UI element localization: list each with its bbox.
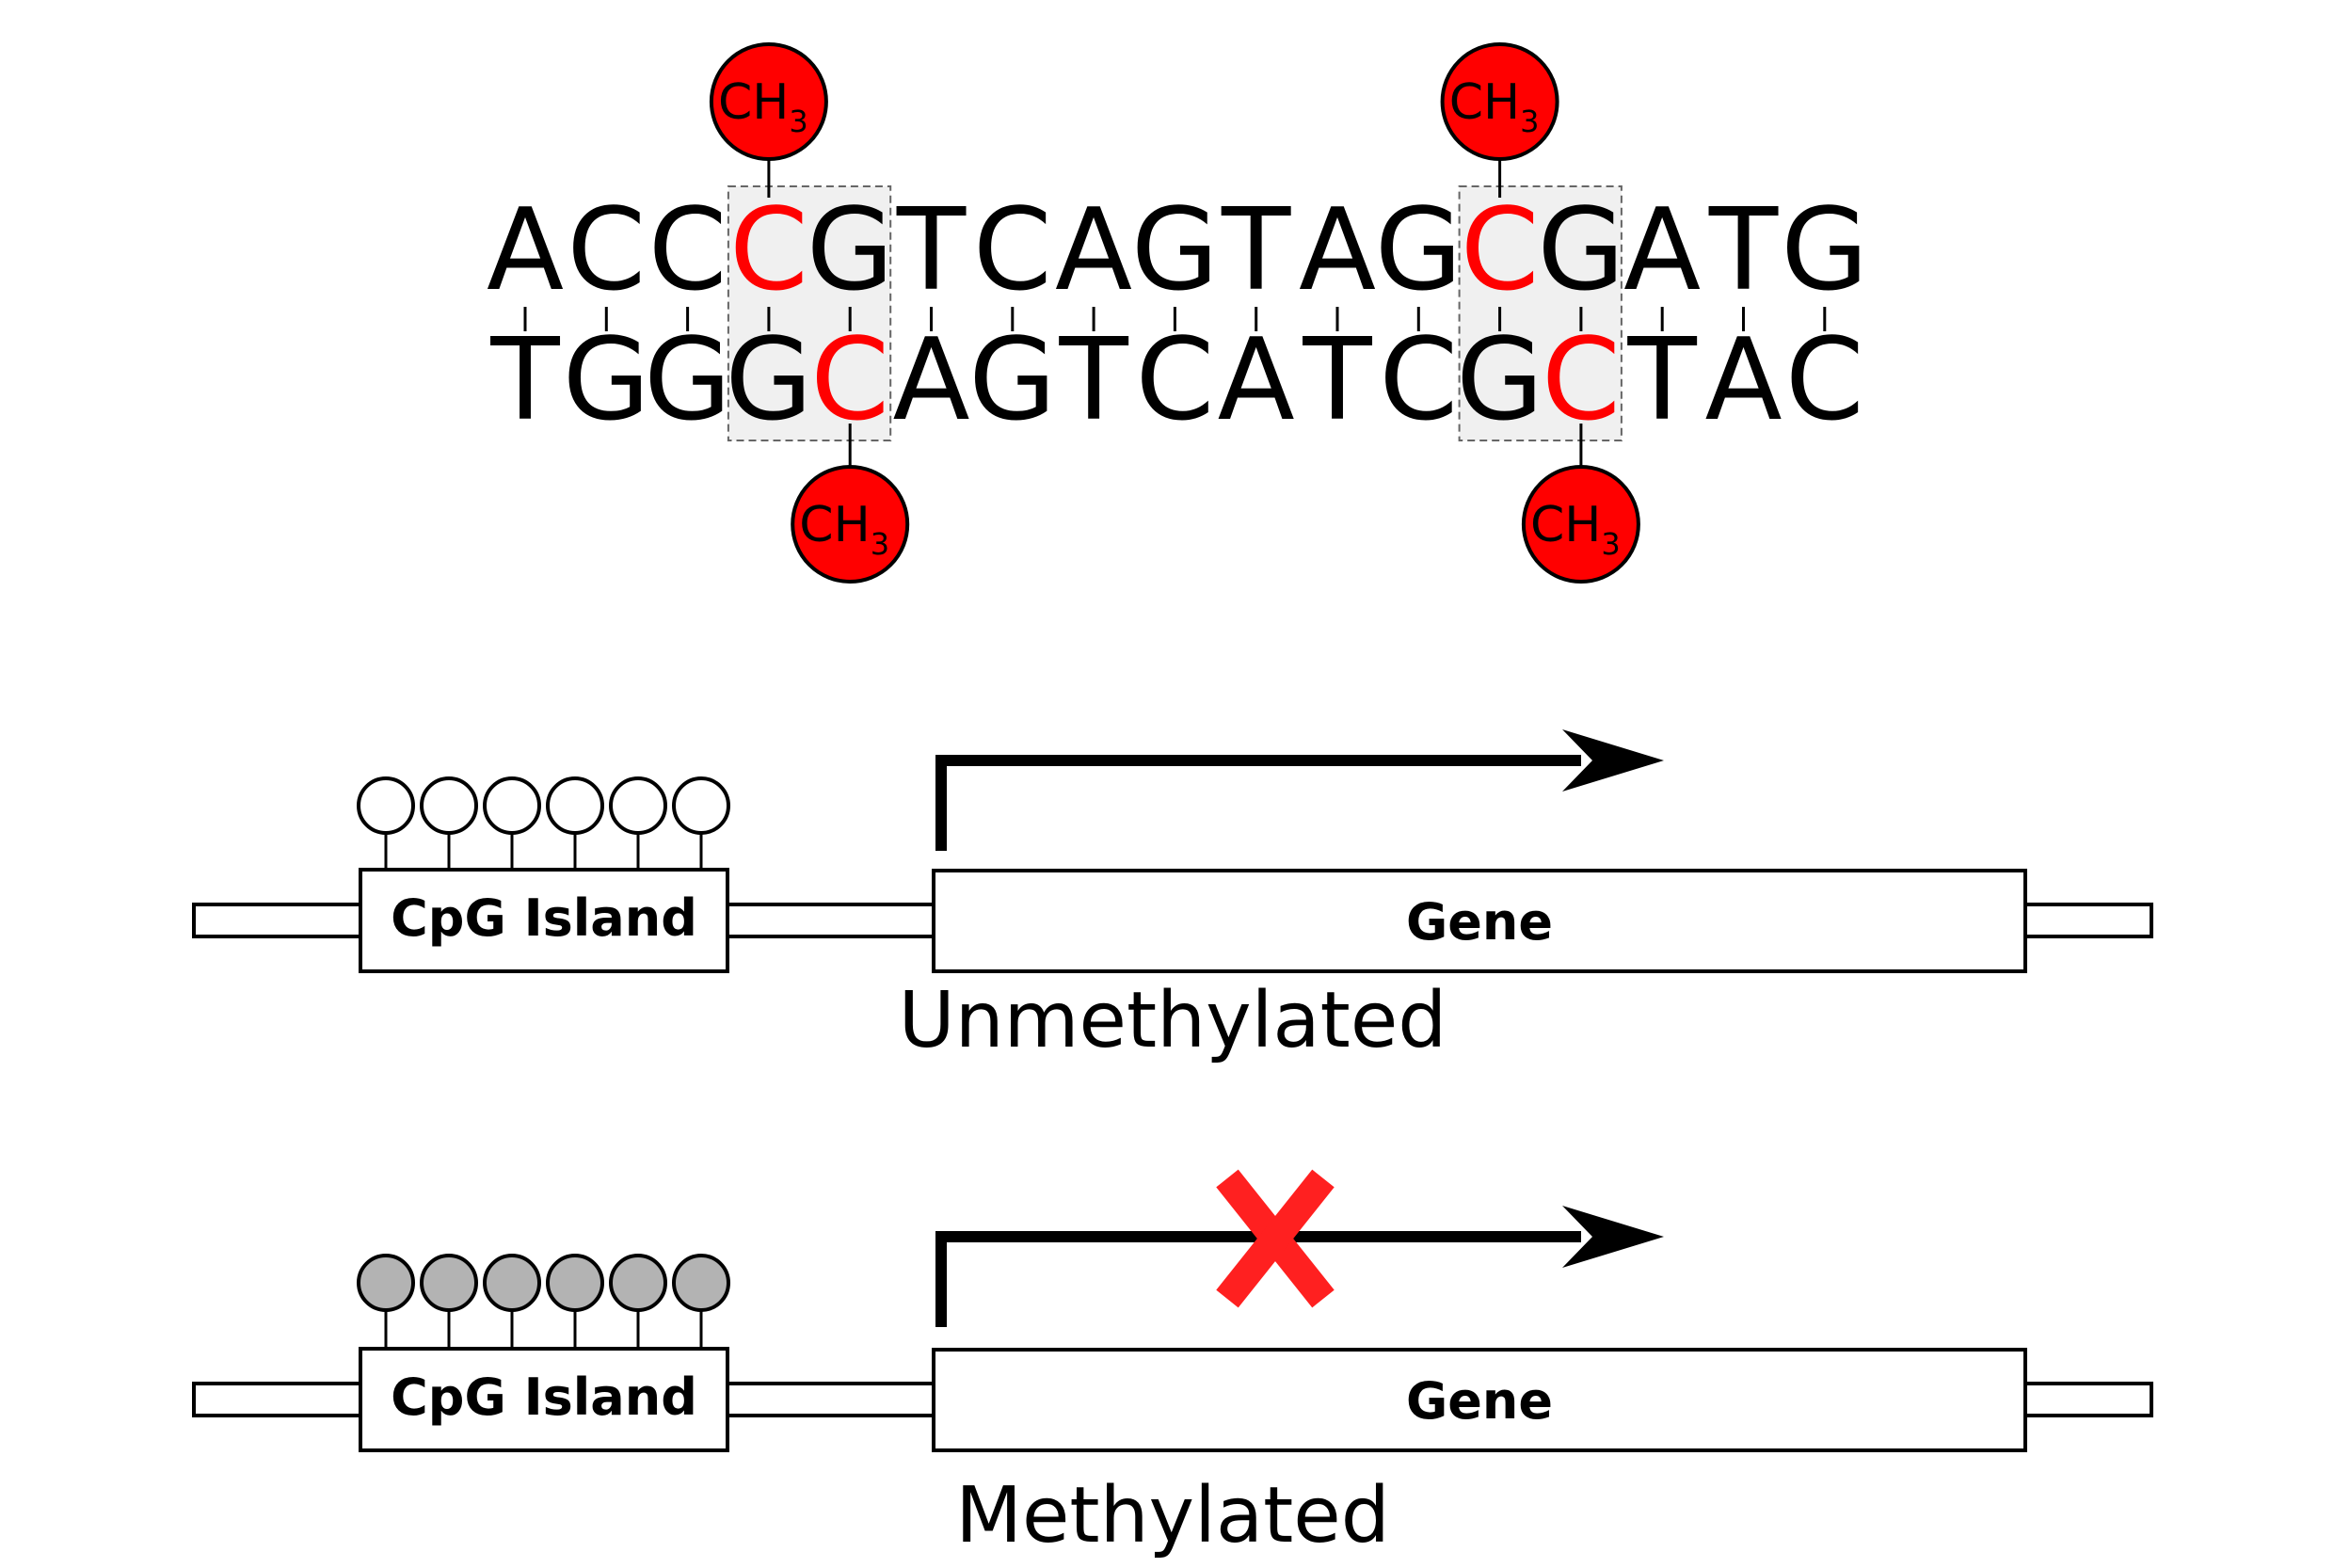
nucleotide: A: [1055, 185, 1132, 316]
nucleotide: G: [644, 315, 731, 446]
nucleotide: T: [489, 315, 560, 446]
cpg-site-lollipop: [483, 1254, 541, 1312]
nucleotide: T: [1302, 315, 1372, 446]
cpg-island-box: [359, 868, 729, 973]
dna-backbone-left: [192, 1382, 365, 1417]
methyl-circle: [791, 465, 910, 584]
cpg-site-highlights: [727, 185, 1623, 441]
nucleotide: G: [1781, 185, 1868, 316]
gene-label: Gene: [1406, 1371, 1553, 1431]
dna-backbone-middle: [725, 903, 937, 938]
methylated-cytosine: C: [729, 185, 808, 316]
dna-backbone-left: [192, 903, 365, 938]
state-label: Methylated: [955, 1471, 1390, 1560]
nucleotide: C: [1785, 315, 1864, 446]
nucleotide: T: [1708, 185, 1779, 316]
methylated-cytosine: C: [1461, 185, 1540, 316]
cpg-site-box: [1458, 185, 1623, 441]
nucleotide: A: [1623, 185, 1701, 316]
methyl-group: CH3: [791, 424, 910, 584]
methyl-circle: [1521, 465, 1640, 584]
methyl-label: CH3: [718, 74, 808, 139]
cpg-site-lollipop: [546, 1254, 604, 1312]
dna-backbone-right: [2022, 903, 2153, 938]
methyl-label: CH3: [799, 497, 889, 562]
cpg-site-lollipop: [672, 776, 730, 835]
blocked-transcription-x-icon: [1216, 1169, 1335, 1308]
cpg-site-lollipop: [357, 776, 415, 835]
nucleotide: G: [563, 315, 650, 446]
cpg-island-label: CpG Island: [391, 888, 697, 948]
methyl-label: CH3: [1530, 497, 1621, 562]
nucleotide: C: [567, 185, 646, 316]
transcription-arrow: [935, 729, 1664, 851]
gene-box: [932, 1348, 2027, 1452]
cpg-site-lollipop: [609, 776, 667, 835]
methyl-circle: [1440, 42, 1559, 161]
nucleotide: C: [648, 185, 727, 316]
nucleotide: T: [1058, 315, 1128, 446]
methyl-group: CH3: [1521, 424, 1640, 584]
cpg-site-lollipop: [483, 776, 541, 835]
methyl-label: CH3: [1449, 74, 1540, 139]
cpg-island-label: CpG Island: [391, 1368, 697, 1427]
cpg-site-lollipop: [609, 1254, 667, 1312]
lollipop-row: [357, 776, 730, 871]
base-pair-bonds: [523, 307, 1827, 331]
state-label: Unmethylated: [899, 976, 1447, 1065]
nucleotide: C: [1379, 315, 1458, 446]
nucleotide: G: [1537, 185, 1624, 316]
cpg-site-lollipop: [420, 776, 478, 835]
nucleotide: A: [1299, 185, 1376, 316]
dna-backbone-middle: [725, 1382, 937, 1417]
cpg-island-box: [359, 1347, 729, 1452]
transcription-arrow: [935, 1206, 1664, 1327]
unmethylated-panel: CpG Island Gene Unmethylated: [192, 729, 2153, 1065]
methyl-group: CH3: [1440, 42, 1559, 198]
nucleotide: G: [1456, 315, 1543, 446]
dna-backbone-right: [2022, 1382, 2153, 1417]
nucleotide: A: [1218, 315, 1295, 446]
nucleotide: A: [487, 185, 564, 316]
cpg-site-lollipop: [672, 1254, 730, 1312]
nucleotide: T: [1627, 315, 1698, 446]
nucleotide: G: [1375, 185, 1463, 316]
nucleotide: A: [892, 315, 969, 446]
methyl-group: CH3: [709, 42, 828, 198]
nucleotide: T: [1221, 185, 1291, 316]
gene-box: [932, 869, 2027, 973]
gene-label: Gene: [1406, 892, 1553, 952]
nucleotide: C: [1136, 315, 1215, 446]
nucleotide: T: [896, 185, 967, 316]
nucleotide: G: [968, 315, 1056, 446]
nucleotide: G: [1131, 185, 1219, 316]
lollipop-row: [357, 1254, 730, 1350]
cpg-site-box: [727, 185, 892, 441]
nucleotide: C: [973, 185, 1052, 316]
nucleotide: A: [1704, 315, 1782, 446]
cpg-site-lollipop: [546, 776, 604, 835]
methylated-panel: CpG Island Gene Methylated: [192, 1169, 2153, 1560]
nucleotide: G: [725, 315, 812, 446]
cpg-site-lollipop: [420, 1254, 478, 1312]
cpg-site-lollipop: [357, 1254, 415, 1312]
nucleotide: G: [807, 185, 894, 316]
methyl-circle: [709, 42, 828, 161]
